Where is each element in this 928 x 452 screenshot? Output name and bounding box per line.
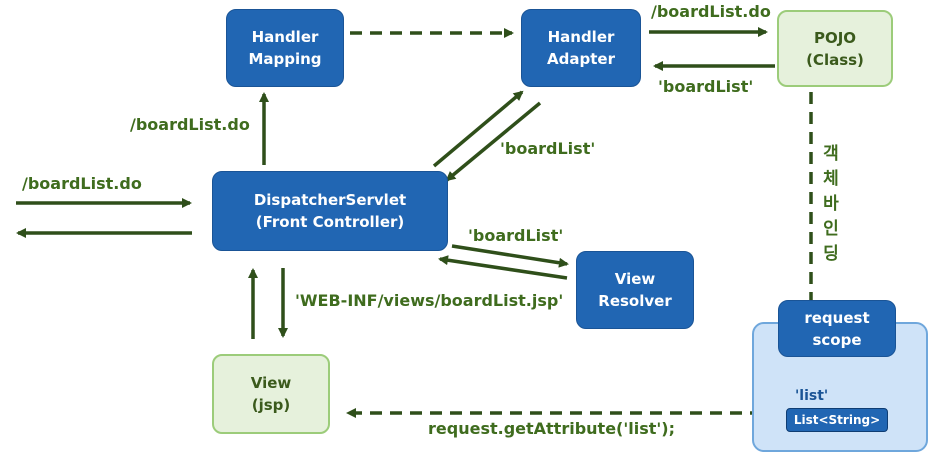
pojo-line2: (Class) [806, 50, 864, 69]
arrow-to-resolver [451, 244, 569, 268]
handler-adapter-line2: Adapter [547, 50, 615, 68]
handler-adapter-node: Handler Adapter [521, 9, 641, 87]
label-object-binding: 객체바인딩 [820, 138, 842, 271]
view-resolver-line2: Resolver [598, 292, 672, 310]
arrow-from-adapter [445, 101, 542, 182]
request-scope-line2: scope [812, 330, 862, 349]
view-jsp-node: View (jsp) [212, 354, 330, 434]
pojo-node: POJO (Class) [777, 10, 893, 87]
label-from-adapter: 'boardList' [500, 139, 596, 158]
view-jsp-line1: View [250, 374, 292, 392]
label-from-pojo: 'boardList' [658, 77, 754, 96]
label-get-attribute: request.getAttribute('list'); [428, 419, 675, 438]
view-jsp-line2: (jsp) [251, 396, 291, 414]
handler-mapping-line1: Handler [251, 28, 319, 46]
dispatcher-line2: (Front Controller) [255, 213, 405, 231]
request-scope-line1: request [804, 308, 870, 327]
label-scope-key: 'list' [795, 388, 829, 404]
handler-mapping-line2: Mapping [248, 50, 322, 68]
view-resolver-node: View Resolver [576, 251, 694, 329]
label-to-pojo: /boardList.do [651, 2, 771, 21]
scope-type-badge: List<String> [786, 408, 888, 432]
label-to-mapping: /boardList.do [130, 115, 250, 134]
request-scope-node: request scope [778, 300, 896, 357]
label-request-in: /boardList.do [22, 174, 142, 193]
arrow-from-resolver [438, 255, 568, 280]
pojo-line1: POJO [813, 28, 857, 47]
dispatcher-line1: DispatcherServlet [253, 191, 407, 209]
handler-mapping-node: Handler Mapping [226, 9, 344, 87]
arrow-to-adapter [432, 90, 524, 168]
view-resolver-line1: View [614, 270, 656, 288]
flow-arrows [16, 27, 816, 418]
dispatcher-servlet-node: DispatcherServlet (Front Controller) [212, 171, 448, 251]
label-view-path: 'WEB-INF/views/boardList.jsp' [295, 291, 564, 310]
handler-adapter-line1: Handler [547, 28, 615, 46]
label-to-resolver: 'boardList' [468, 226, 564, 245]
